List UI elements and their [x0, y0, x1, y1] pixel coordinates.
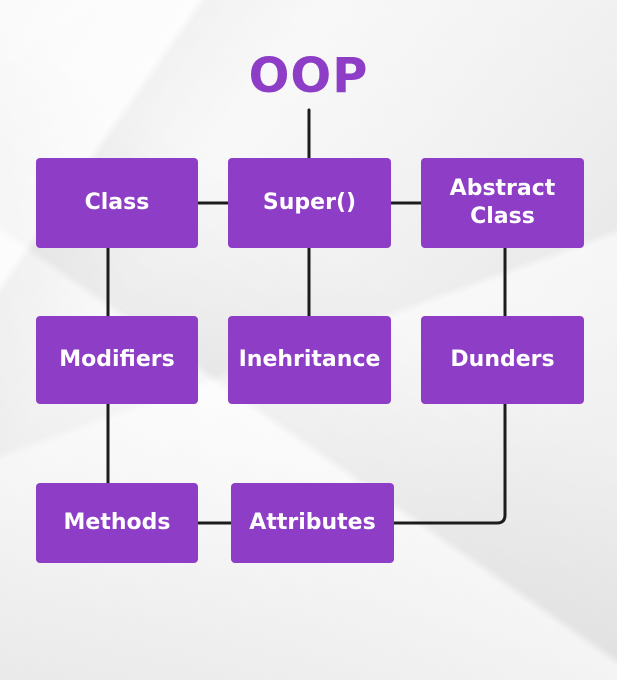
node-dunders: Dunders — [421, 316, 584, 404]
node-methods-label: Methods — [63, 510, 171, 535]
node-super-label: Super() — [262, 190, 357, 215]
node-attributes-label: Attributes — [249, 510, 376, 535]
connector-dunders-attributes — [392, 402, 507, 525]
diagram-title: OOP — [248, 48, 369, 104]
node-modifiers-label: Modifiers — [59, 347, 175, 372]
node-attributes: Attributes — [231, 483, 394, 563]
node-super: Super() — [228, 158, 391, 248]
node-methods: Methods — [36, 483, 198, 563]
node-abstract-class: Abstract Class — [421, 158, 584, 248]
node-inheritance-label: Inehritance — [238, 347, 381, 372]
node-dunders-label: Dunders — [450, 347, 555, 372]
node-abstract-class-label: Abstract Class — [449, 176, 556, 229]
node-class: Class — [36, 158, 198, 248]
node-modifiers: Modifiers — [36, 316, 198, 404]
node-class-label: Class — [84, 190, 150, 215]
node-inheritance: Inehritance — [228, 316, 391, 404]
